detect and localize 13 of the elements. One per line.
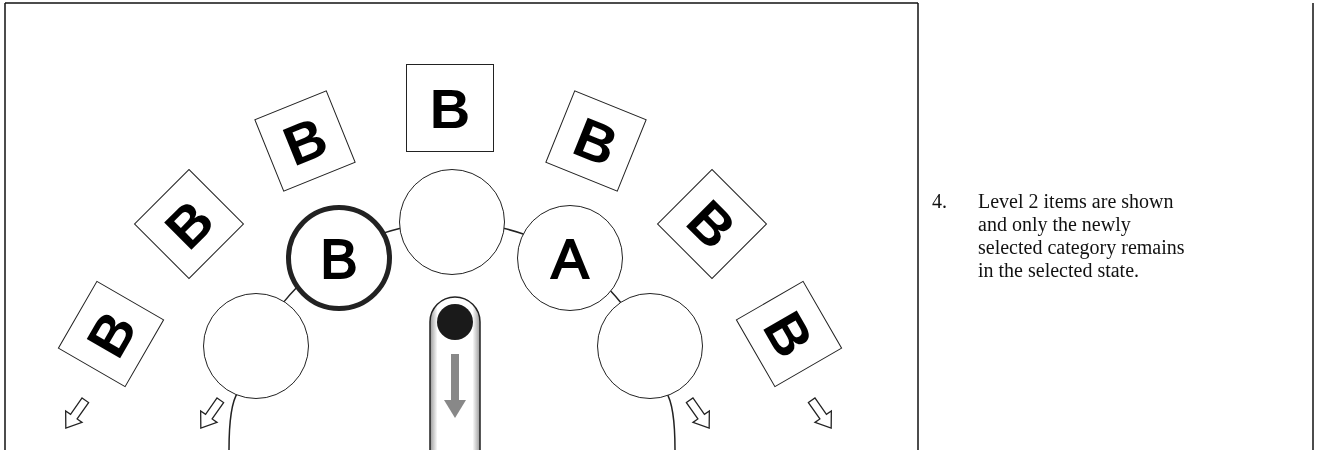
item-tile: B [545,90,647,192]
item-tile: B [254,90,356,192]
category-circle: A [517,205,623,311]
item-tile: B [735,280,843,388]
step-number: 4. [932,190,948,213]
item-tile: B [57,280,165,388]
item-tile: B [133,168,245,280]
step-description: Level 2 items are shown and only the newly selected category remains in the selected state. [978,190,1186,282]
item-tile: B [656,168,768,280]
item-tile: B [406,64,494,152]
connector-line [502,227,525,236]
connector-line [282,286,298,303]
category-circle: B [286,205,392,311]
